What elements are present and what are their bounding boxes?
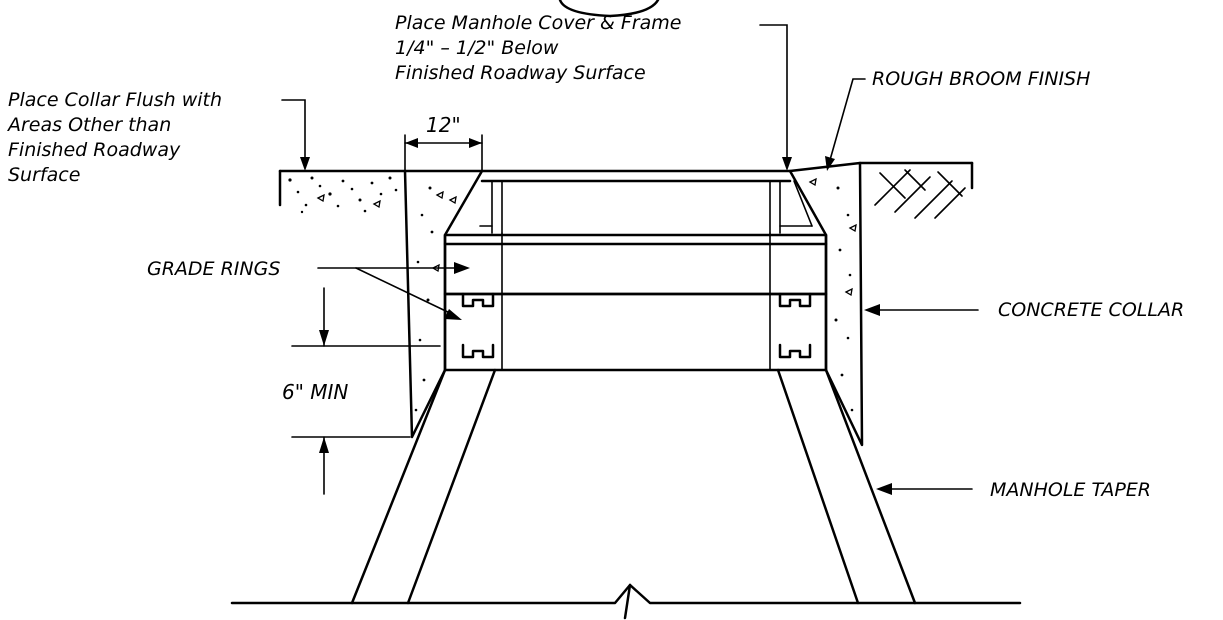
cover-arc bbox=[558, 0, 660, 18]
cover-note-line1: Place Manhole Cover & Frame bbox=[395, 12, 681, 34]
concrete-collar-note: CONCRETE COLLAR bbox=[864, 299, 1184, 321]
dimension-6in-min: 6" MIN bbox=[282, 287, 441, 495]
soil-hatch-right bbox=[874, 169, 966, 219]
rough-broom-label: ROUGH BROOM FINISH bbox=[872, 68, 1090, 90]
dim-12-label: 12" bbox=[426, 113, 461, 137]
grade-rings bbox=[443, 232, 828, 372]
collar-note-line4: Surface bbox=[8, 164, 80, 186]
collar-note-line1: Place Collar Flush with bbox=[8, 89, 222, 111]
collar-stipple bbox=[414, 177, 857, 412]
dimension-12in: 12" bbox=[404, 113, 483, 172]
collar-note-line3: Finished Roadway bbox=[8, 139, 181, 161]
grade-rings-note: GRADE RINGS bbox=[147, 258, 470, 320]
manhole-taper bbox=[350, 368, 917, 605]
cover-note-line2: 1/4" – 1/2" Below bbox=[395, 37, 559, 59]
concrete-collar-label: CONCRETE COLLAR bbox=[998, 299, 1184, 321]
manhole-taper-note: MANHOLE TAPER bbox=[876, 479, 1151, 501]
rough-broom-note: ROUGH BROOM FINISH bbox=[825, 68, 1090, 171]
dim-6min-label: 6" MIN bbox=[282, 380, 348, 404]
manhole-frame bbox=[479, 169, 813, 234]
cover-note-line3: Finished Roadway Surface bbox=[395, 62, 646, 84]
ground-surface-right bbox=[858, 161, 974, 190]
collar-flush-note: Place Collar Flush with Areas Other than… bbox=[6, 89, 310, 186]
collar-note-line2: Areas Other than bbox=[6, 114, 171, 136]
cover-note: Place Manhole Cover & Frame 1/4" – 1/2" … bbox=[395, 12, 792, 171]
concrete-collar-left bbox=[403, 169, 484, 439]
grade-rings-label: GRADE RINGS bbox=[147, 258, 280, 280]
soil-stipple-left bbox=[288, 176, 398, 214]
manhole-taper-label: MANHOLE TAPER bbox=[990, 479, 1151, 501]
ground-surface-left bbox=[278, 169, 407, 207]
base-break-line bbox=[230, 583, 1022, 620]
concrete-collar-right bbox=[788, 161, 864, 447]
